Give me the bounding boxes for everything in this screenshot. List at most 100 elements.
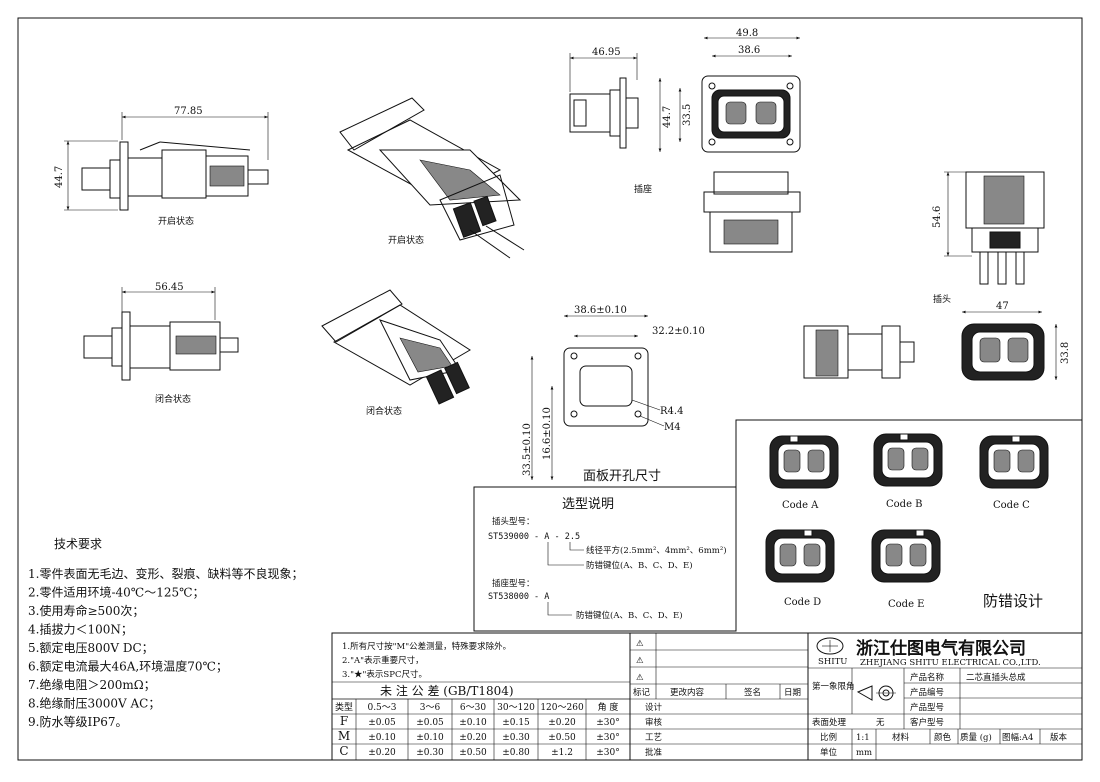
field-value-1: 二芯直插头总成 <box>966 672 1026 683</box>
role-approve: 批准 <box>645 747 663 758</box>
field-key-4: 客户型号 <box>910 717 944 728</box>
open-side-label: 开启状态 <box>158 215 194 227</box>
unit-label: 单位 <box>820 747 838 758</box>
selection-box: 选型说明 插头型号： ST539000 - A - 2.5 线径平方(2.5mm… <box>473 486 737 632</box>
tolerance-cell: ±0.20 <box>459 733 487 743</box>
tech-item: 4.插拔力＜100N； <box>28 622 133 637</box>
closed-side-label: 闭合状态 <box>155 393 191 405</box>
scale-value: 1:1 <box>856 733 870 743</box>
socket-key-note: 防错键位(A、B、C、D、E) <box>576 610 683 621</box>
plug-views: 54.6 插头 47 33.8 <box>803 171 1071 381</box>
keying-box: 防错设计 Code A Code B Code C Code D Code E <box>735 419 1082 631</box>
tolerance-cell: ±30° <box>596 748 620 758</box>
tolerance-cell: 3～6 <box>420 703 441 713</box>
closed-width-dim: 56.45 <box>155 282 184 293</box>
socket-model-label: 插座型号： <box>492 578 535 589</box>
rev-col-content: 更改内容 <box>670 687 705 698</box>
rev-col-mark: 标记 <box>633 687 651 698</box>
tolerance-cell: M <box>338 729 350 743</box>
projection-symbol-icon <box>856 685 896 701</box>
tolerance-cell: ±0.50 <box>459 748 487 758</box>
closed-iso-label: 闭合状态 <box>366 405 402 417</box>
plug-face-height-dim: 33.8 <box>1060 342 1071 364</box>
tolerance-cell: ±0.30 <box>416 748 444 758</box>
socket-outer-width-dim: 49.8 <box>736 28 758 39</box>
cutout-thread-label: M4 <box>664 422 681 433</box>
rev-col-date: 日期 <box>784 688 801 698</box>
tech-title: 技术要求 <box>54 537 102 551</box>
tolerance-cell: ±0.30 <box>502 733 530 743</box>
tolerance-cell: 30～120 <box>497 703 535 713</box>
keying-code-d: Code D <box>784 597 821 608</box>
keying-connector-icon-key-b <box>873 433 943 487</box>
tolerance-cell: 0.5～3 <box>367 703 396 713</box>
cutout-height1-dim: 33.5±0.10 <box>522 423 533 476</box>
note-3: 3."★"表示SPC尺寸。 <box>342 669 427 680</box>
tolerance-cell: 类型 <box>335 701 353 713</box>
tolerance-cell: ±0.80 <box>502 748 530 758</box>
socket-views: 46.95 49.8 38.6 44.7 33.5 插座 <box>569 28 801 253</box>
color-label: 颜色 <box>934 732 952 743</box>
tech-item: 8.绝缘耐压3000V AC； <box>28 696 160 711</box>
tolerance-cell: ±0.20 <box>368 748 396 758</box>
open-width-dim: 77.85 <box>174 106 203 117</box>
note-1: 1.所有尺寸按"M"公差测量，特殊要求除外。 <box>342 641 511 652</box>
plug-height-dim: 54.6 <box>932 206 943 228</box>
closed-state-side-view: 56.45 闭合状态 <box>83 282 239 405</box>
rev-col-sign: 签名 <box>744 687 761 698</box>
tolerance-cell: C <box>339 744 348 758</box>
field-key-3: 产品型号 <box>910 702 944 713</box>
projection-label: 第一象限角 <box>812 681 855 692</box>
company-name-cn: 浙江仕图电气有限公司 <box>856 638 1026 659</box>
surface-value: 无 <box>876 718 885 728</box>
socket-outer-height-dim: 44.7 <box>662 106 673 128</box>
unit-value: mm <box>856 748 872 758</box>
warn-mark-2: ⚠ <box>636 656 644 666</box>
tolerance-cell: ±0.10 <box>416 733 444 743</box>
open-state-side-view: 77.85 44.7 开启状态 <box>54 106 269 227</box>
tolerance-cell: ±0.10 <box>368 733 396 743</box>
socket-inner-height-dim: 33.5 <box>682 104 693 126</box>
role-process: 工艺 <box>645 733 662 743</box>
tech-item: 6.额定电流最大46A,环境温度70℃； <box>28 659 228 674</box>
tolerance-cell: ±0.20 <box>548 718 576 728</box>
tolerance-cell: 6～30 <box>460 703 486 713</box>
role-review: 审核 <box>645 717 663 728</box>
cutout-width2-dim: 32.2±0.10 <box>652 326 705 337</box>
sheet-size-label: 图幅:A4 <box>1002 732 1033 743</box>
plug-width-dim: 47 <box>996 301 1009 312</box>
keying-code-b: Code B <box>886 499 923 510</box>
socket-depth-dim: 46.95 <box>592 47 621 58</box>
keying-code-a: Code A <box>782 500 819 511</box>
plug-model-code: ST539000 - A - 2.5 <box>488 532 580 542</box>
tech-item: 1.零件表面无毛边、变形、裂痕、缺料等不良现象； <box>28 566 303 581</box>
surface-label: 表面处理 <box>812 717 847 728</box>
material-label: 材料 <box>892 732 910 743</box>
company-name-en: ZHEJIANG SHITU ELECTRICAL CO.,LTD. <box>860 658 1041 668</box>
note-2: 2."A"表示重要尺寸， <box>342 655 424 666</box>
field-key-2: 产品编号 <box>910 687 944 698</box>
company-logo-text: SHITU <box>818 657 847 667</box>
open-state-iso-view: 开启状态 <box>339 97 525 259</box>
keying-title: 防错设计 <box>983 592 1043 610</box>
open-height-dim: 44.7 <box>54 166 65 188</box>
socket-inner-width-dim: 38.6 <box>738 45 760 56</box>
company-logo-icon <box>816 637 844 655</box>
tolerance-cell: ±0.15 <box>502 718 530 728</box>
tolerance-cell: ±30° <box>596 733 620 743</box>
tolerance-title: 未 注 公 差 (GB/T1804) <box>380 683 514 698</box>
socket-label: 插座 <box>634 183 652 195</box>
title-block: 1.所有尺寸按"M"公差测量，特殊要求除外。 2."A"表示重要尺寸， 3."★… <box>331 632 1083 761</box>
tech-item: 7.绝缘电阻＞200mΩ； <box>28 677 156 692</box>
tolerance-cell: ±0.10 <box>459 718 487 728</box>
tech-item: 3.使用寿命≥500次； <box>28 603 144 618</box>
closed-state-iso-view: 闭合状态 <box>321 289 471 417</box>
keying-connector-icon-key-d <box>765 529 835 583</box>
plug-label: 插头 <box>933 293 951 305</box>
socket-model-code: ST538000 - A <box>488 592 549 602</box>
tolerance-cell: ±30° <box>596 718 620 728</box>
keying-connector-icon-key-e <box>871 529 941 583</box>
keying-connector-icon-key-a <box>769 435 839 489</box>
tech-item: 5.额定电压800V DC； <box>28 640 154 655</box>
